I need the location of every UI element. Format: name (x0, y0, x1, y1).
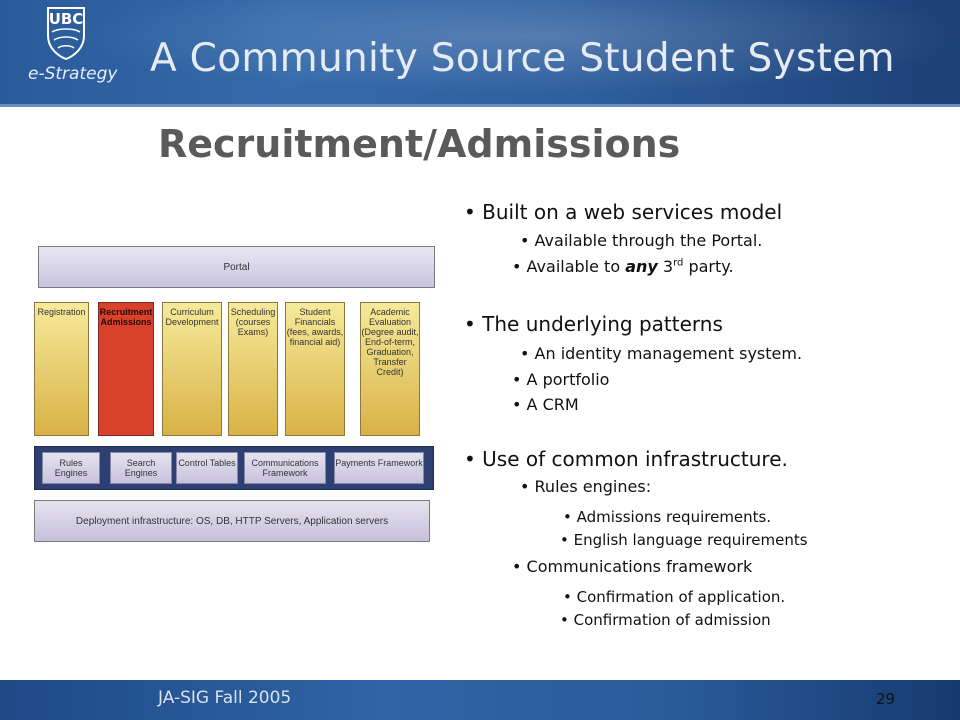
service-communications-framework: Communications Framework (244, 452, 326, 484)
bullet-text: Available to (526, 257, 626, 276)
bullet-l2: • An identity management system. (520, 344, 803, 363)
bullet-text: Available through the Portal. (534, 231, 763, 250)
bullet-text: Admissions requirements. (576, 508, 772, 526)
bullet-text: Confirmation of admission (573, 611, 771, 629)
page-number: 29 (876, 690, 896, 708)
bullet-text: 3 (657, 257, 674, 276)
bullet-text: A CRM (526, 395, 579, 414)
module-recruitment-admissions: Recruitment Admissions (98, 302, 154, 436)
logo: UBC e-Strategy (0, 0, 132, 104)
bullet-l2: • Available to any 3rd party. (512, 257, 734, 276)
bullet-text: Confirmation of application. (576, 588, 786, 606)
bullet-l3: • Confirmation of admission (560, 611, 771, 629)
footer-text: JA-SIG Fall 2005 (158, 688, 292, 708)
bullet-text: Communications framework (526, 557, 753, 576)
header-sheen (0, 0, 960, 104)
bullet-l3: • English language requirements (560, 531, 808, 549)
service-label: Rules Engines (54, 458, 88, 478)
bullet-text: Use of common infrastructure. (482, 447, 788, 471)
module-label: Academic Evaluation (Degree audit, End-o… (361, 307, 419, 377)
bullet-l2: • A CRM (512, 395, 579, 414)
service-label: Payments Framework (335, 458, 423, 468)
service-payments-framework: Payments Framework (334, 452, 424, 484)
bullet-text: Rules engines: (534, 477, 652, 496)
bullet-l3: • Admissions requirements. (563, 508, 772, 526)
module-student-financials: Student Financials (fees, awards, financ… (285, 302, 345, 436)
bullet-l1: • Use of common infrastructure. (464, 447, 788, 471)
logo-text: UBC (48, 10, 84, 28)
bullet-l2: • A portfolio (512, 370, 610, 389)
architecture-diagram: Portal Registration Recruitment Admissio… (32, 242, 436, 546)
bullet-l3: • Confirmation of application. (563, 588, 786, 606)
header-banner: UBC e-Strategy A Community Source Studen… (0, 0, 960, 104)
bullet-text: The underlying patterns (482, 312, 723, 336)
service-label: Communications Framework (251, 458, 319, 478)
module-label: Curriculum Development (165, 307, 219, 327)
header-title: A Community Source Student System (150, 36, 895, 81)
service-rules-engines: Rules Engines (42, 452, 100, 484)
module-academic-evaluation: Academic Evaluation (Degree audit, End-o… (360, 302, 420, 436)
bullet-emphasis: any (625, 257, 658, 276)
module-scheduling: Scheduling (courses Exams) (228, 302, 278, 436)
module-label: Scheduling (courses Exams) (230, 307, 276, 337)
bullet-text: English language requirements (573, 531, 808, 549)
portal-label: Portal (223, 262, 250, 273)
module-label: Student Financials (fees, awards, financ… (286, 307, 344, 347)
service-label: Search Engines (124, 458, 158, 478)
bullet-text: party. (683, 257, 734, 276)
sublogo-text: e-Strategy (28, 64, 118, 84)
module-label: Recruitment Admissions (99, 307, 153, 327)
bullet-text: A portfolio (526, 370, 610, 389)
bullet-l1: • Built on a web services model (464, 200, 783, 224)
bullet-l1: • The underlying patterns (464, 312, 723, 336)
bullet-text: An identity management system. (534, 344, 803, 363)
header-divider (0, 104, 960, 107)
service-search-engines: Search Engines (110, 452, 172, 484)
crest-icon (47, 7, 85, 60)
bullet-l2: • Rules engines: (520, 477, 652, 496)
bullet-l2: • Available through the Portal. (520, 231, 763, 250)
footer-banner: JA-SIG Fall 2005 (0, 680, 960, 720)
deployment-box: Deployment infrastructure: OS, DB, HTTP … (34, 500, 430, 542)
module-label: Registration (37, 307, 86, 317)
service-control-tables: Control Tables (176, 452, 238, 484)
bullet-l2: • Communications framework (512, 557, 753, 576)
bullet-text: Built on a web services model (482, 200, 783, 224)
portal-box: Portal (38, 246, 435, 288)
deployment-label: Deployment infrastructure: OS, DB, HTTP … (75, 516, 389, 527)
slide-title: Recruitment/Admissions (158, 122, 681, 166)
module-curriculum-development: Curriculum Development (162, 302, 222, 436)
module-registration: Registration (34, 302, 89, 436)
bullet-superscript: rd (673, 257, 684, 269)
service-label: Control Tables (178, 458, 236, 468)
